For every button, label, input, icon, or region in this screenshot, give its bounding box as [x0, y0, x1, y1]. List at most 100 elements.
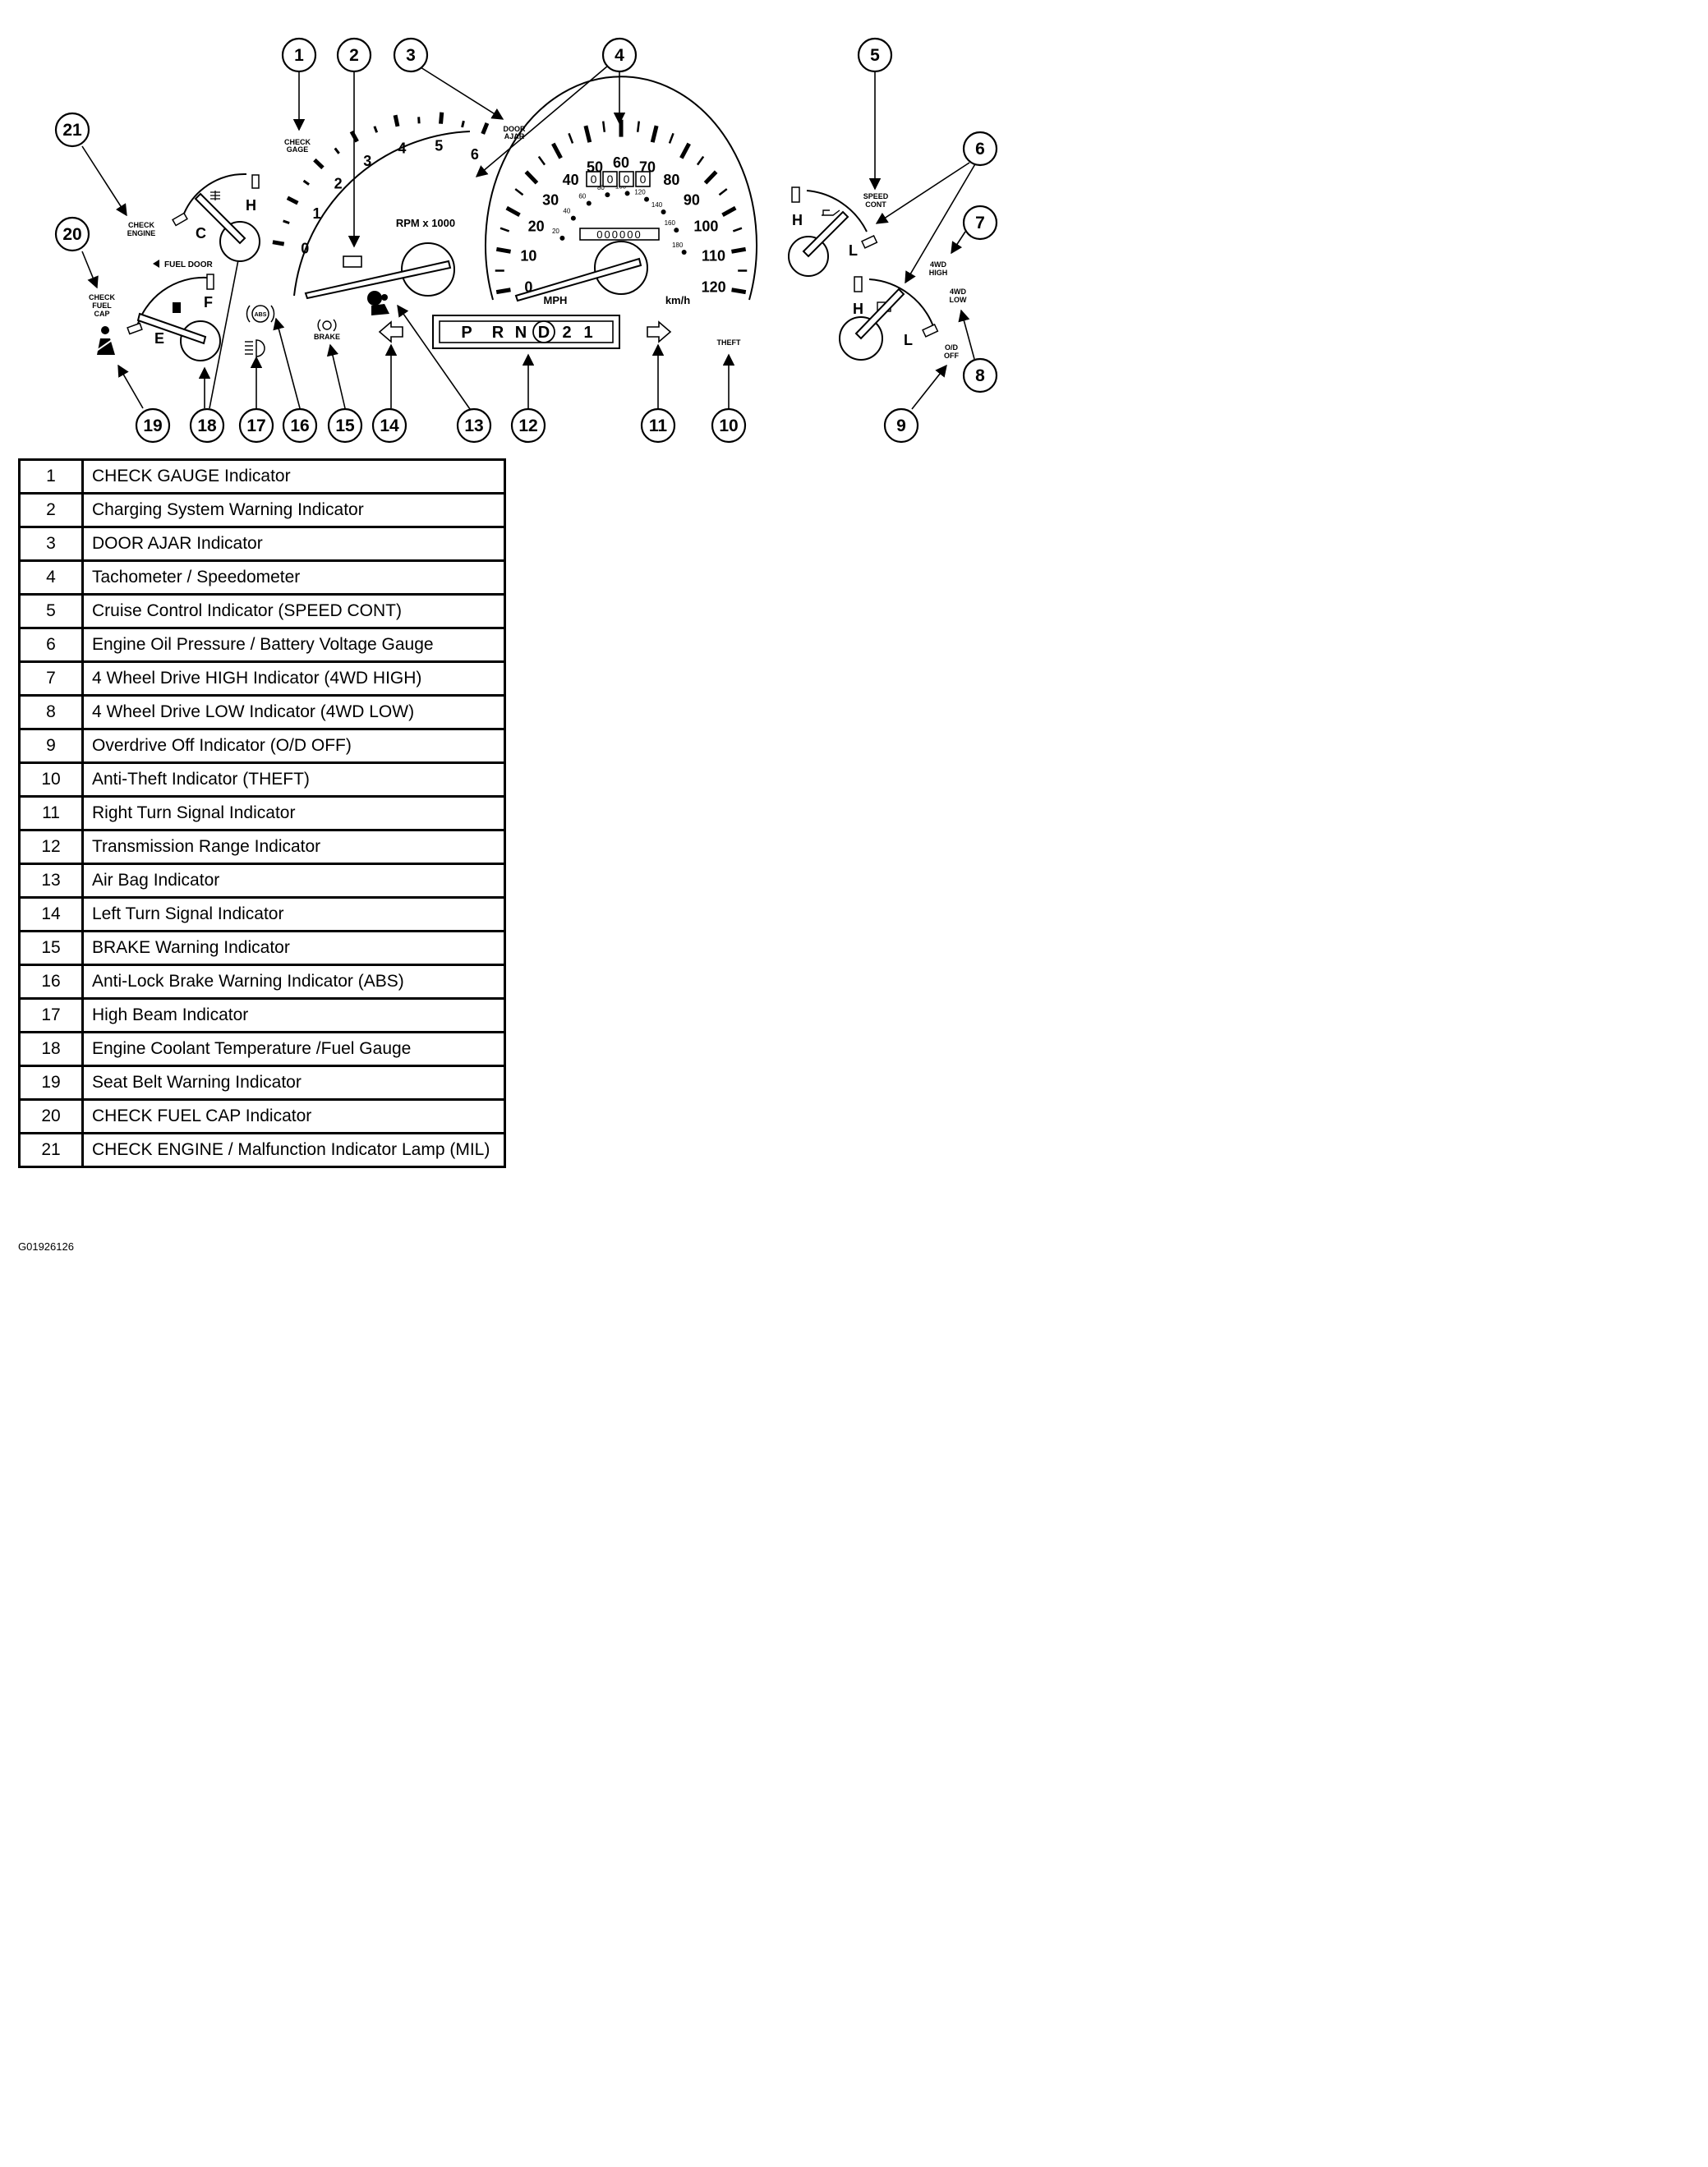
speedometer-mph-label: 80: [663, 172, 679, 188]
4wd-high-label: 4WD: [930, 260, 947, 269]
check-gage-label: CHECK: [284, 138, 311, 146]
callout-circle: [282, 407, 318, 444]
callout-circle: [711, 407, 747, 444]
callout-circle: [962, 357, 998, 393]
speedometer-tick: [495, 246, 511, 254]
callout-circle: [189, 407, 225, 444]
legend-number: 17: [18, 997, 84, 1033]
speedometer-tick: [718, 188, 728, 196]
callout-circle: [857, 37, 893, 73]
callout-circle: [135, 407, 171, 444]
right-turn-arrow-icon: [647, 320, 672, 343]
callout-circle: [281, 37, 317, 73]
callout-number: 21: [62, 121, 82, 140]
callout-number: 13: [464, 416, 483, 435]
speedometer-tick: [721, 205, 737, 217]
speedometer-kmh-label: 60: [578, 193, 586, 200]
fuel-door-label: FUEL DOOR: [164, 260, 213, 269]
speedometer-tick: [568, 132, 574, 144]
callout-number: 19: [143, 416, 162, 435]
legend-number: 10: [18, 761, 84, 798]
legend-description: 4 Wheel Drive HIGH Indicator (4WD HIGH): [81, 660, 506, 697]
callout-number: 3: [406, 46, 416, 65]
tachometer-tick: [313, 158, 325, 170]
callout-number: 5: [870, 46, 880, 65]
speedometer-tick: [703, 170, 718, 185]
callout-number: 18: [197, 416, 217, 435]
legend-number: 1: [18, 458, 84, 495]
speedometer-tick: [514, 188, 524, 196]
coolant-thermometer-icon: [210, 191, 220, 200]
speedometer-kmh-dot: [605, 192, 610, 198]
tachometer-tick-label: 3: [363, 153, 371, 169]
callout-number: 9: [896, 416, 906, 435]
callout-circle: [54, 216, 90, 252]
battery-charge-icon: [343, 255, 362, 268]
speedometer-kmh-dot: [674, 228, 679, 233]
callout-number: 1: [294, 46, 304, 65]
speedometer-kmh-dot: [661, 209, 666, 215]
speedometer-kmh-dot: [644, 196, 650, 202]
speedometer-tick: [696, 155, 705, 166]
trip-odometer-digit-box: [619, 171, 634, 187]
fuel-pump-icon: [173, 302, 181, 313]
legend-number: 7: [18, 660, 84, 697]
callout-number: 20: [62, 225, 81, 244]
trip-odometer-digit-box: [635, 171, 651, 187]
speedometer-tick: [500, 227, 510, 232]
tachometer-tick: [461, 120, 465, 128]
legend-description: Anti-Theft Indicator (THEFT): [81, 761, 506, 798]
airbag-icon: [367, 291, 389, 315]
tachometer-tick-label: 0: [301, 241, 309, 257]
speedometer-mph-label: 40: [563, 172, 579, 188]
selected-gear-ring: [532, 320, 555, 343]
tachometer-tick: [334, 147, 340, 154]
od-off-label: O/D: [945, 343, 959, 352]
speed-cont-label-2: CONT: [865, 200, 886, 209]
callout-circle: [883, 407, 919, 444]
fuel-needle: [136, 312, 207, 345]
callout-number: 16: [290, 416, 309, 435]
tachometer-tick-label: 2: [334, 175, 343, 191]
speedometer-tick: [537, 155, 546, 166]
fuel-full-label: F: [204, 294, 213, 311]
speedometer-tick: [495, 288, 511, 295]
speedometer-kmh-dot: [624, 191, 630, 196]
speedometer-mph-label: 20: [528, 218, 545, 234]
door-ajar-label-2: AJAR: [504, 132, 525, 140]
trip-odometer-digit: 0: [591, 173, 597, 186]
callout-number: 10: [719, 416, 738, 435]
legend-description: Engine Oil Pressure / Battery Voltage Ga…: [81, 627, 506, 663]
odometer-display: [579, 228, 660, 241]
speedometer-kmh-label: 140: [651, 201, 663, 209]
4wd-high-label-2: HIGH: [929, 269, 948, 277]
abs-icon: ABS: [246, 305, 275, 323]
speedometer-kmh-label: 180: [672, 242, 684, 249]
callout-circle: [640, 407, 676, 444]
kmh-label: km/h: [665, 294, 690, 306]
speedometer-mph-label: 90: [684, 192, 700, 209]
tachometer-tick: [302, 179, 310, 186]
coolant-low-label: C: [196, 225, 206, 242]
speedometer-kmh-dot: [586, 200, 592, 206]
brake-icon: [317, 319, 337, 332]
speedometer-kmh-dot: [570, 215, 576, 221]
tachometer-label: RPM x 1000: [396, 217, 455, 229]
od-off-label-2: OFF: [944, 352, 959, 360]
legend-description: DOOR AJAR Indicator: [81, 526, 506, 562]
legend-description: Engine Coolant Temperature /Fuel Gauge: [81, 1031, 506, 1067]
legend-description: Seat Belt Warning Indicator: [81, 1065, 506, 1101]
trip-odometer-digit-box: [602, 171, 618, 187]
callout-circle: [601, 37, 638, 73]
callout-circle: [238, 407, 274, 444]
